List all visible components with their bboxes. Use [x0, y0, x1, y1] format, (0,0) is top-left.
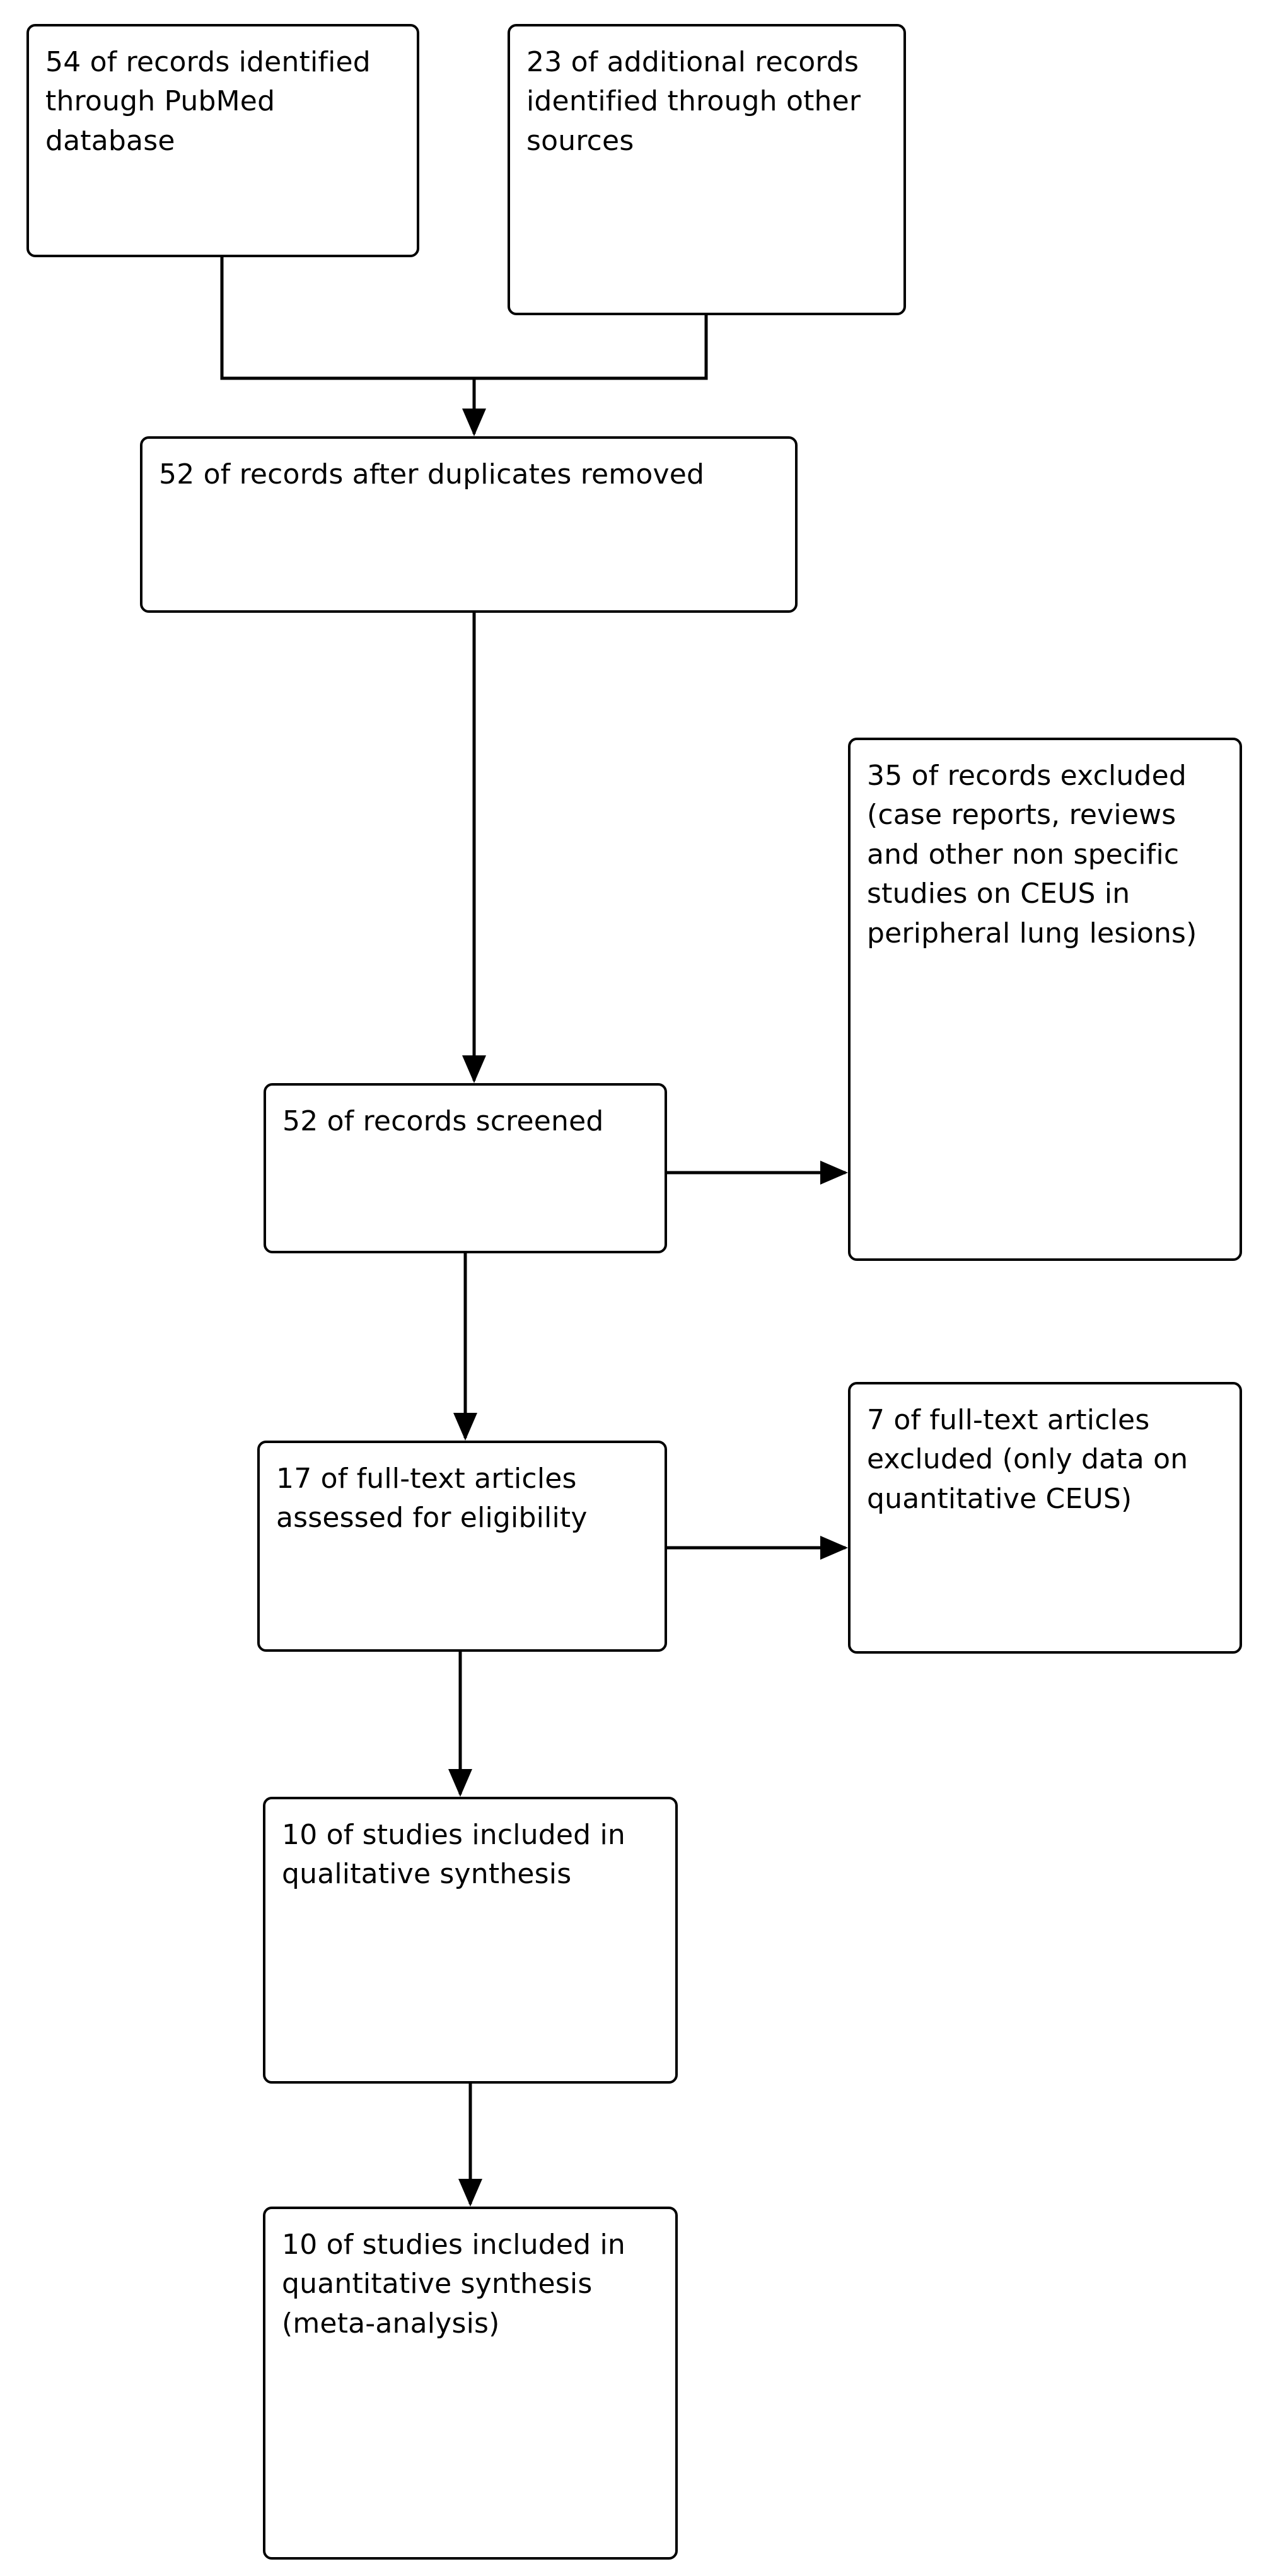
edge-merge-to-duplicates	[462, 378, 486, 436]
edge-screened-to-excluded	[667, 1161, 848, 1185]
edge-qualitative-to-quantitative	[458, 2084, 482, 2207]
node-records-excluded: 35 of records excluded (case reports, re…	[848, 738, 1242, 1261]
node-duplicates-removed: 52 of records after duplicates removed	[140, 436, 798, 613]
edge-fulltext-to-excluded	[667, 1536, 848, 1560]
node-records-screened: 52 of records screened	[264, 1083, 667, 1253]
node-qualitative-synthesis: 10 of studies included in qualitative sy…	[263, 1797, 678, 2084]
edge-pubmed-to-merge	[220, 257, 474, 380]
edge-fulltext-to-qualitative	[448, 1652, 472, 1797]
node-identification-pubmed: 54 of records identified through PubMed …	[26, 24, 419, 257]
node-identification-other: 23 of additional records identified thro…	[508, 24, 906, 315]
node-fulltext-excluded: 7 of full-text articles excluded (only d…	[848, 1382, 1242, 1654]
node-quantitative-synthesis: 10 of studies included in quantitative s…	[263, 2207, 678, 2560]
edge-screened-to-fulltext	[453, 1253, 477, 1441]
edge-other-to-merge	[474, 315, 708, 380]
node-fulltext-assessed: 17 of full-text articles assessed for el…	[257, 1441, 667, 1652]
edge-duplicates-to-screened	[462, 613, 486, 1083]
